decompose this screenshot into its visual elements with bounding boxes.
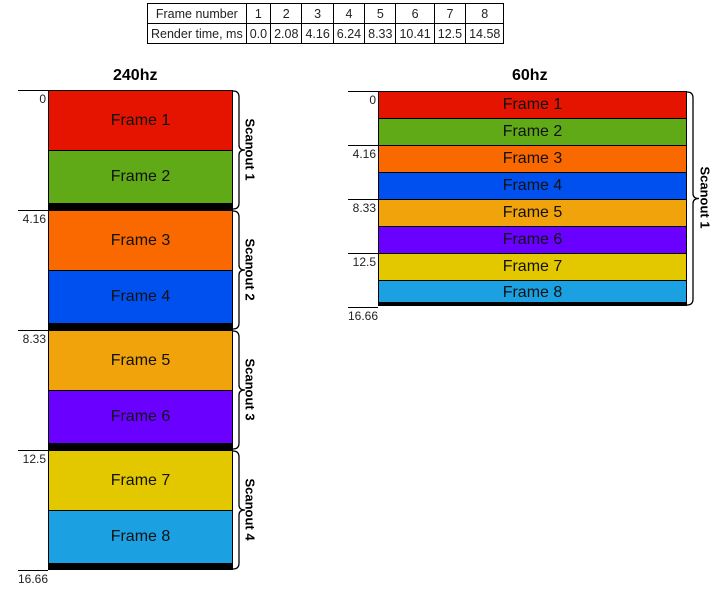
table-cell: 14.58 [465,23,505,44]
time-label: 8.33 [352,201,376,215]
scanout-gap-bar [378,302,687,306]
table-header-cell: Render time, ms [147,23,247,44]
title-60hz: 60hz [512,67,548,84]
time-tick [18,330,48,331]
time-label: 12.5 [22,452,46,466]
brace-icon [232,210,246,330]
scanout-gap-bar [48,323,233,330]
frame-block: Frame 3 [48,210,233,271]
scanout-label: Scanout 4 [242,478,258,541]
time-tick [348,253,378,254]
table-header-cell: Frame number [147,3,247,24]
frame-block: Frame 6 [378,226,687,254]
time-label: 0 [369,93,376,107]
time-label: 4.16 [22,212,46,226]
brace-icon [232,330,246,450]
frame-block: Frame 8 [378,280,687,305]
frame-block: Frame 5 [48,330,233,391]
time-tick [18,90,48,91]
time-label: 16.66 [347,309,378,323]
frame-block: Frame 4 [378,172,687,200]
table-cell: 5 [364,3,397,24]
brace-icon [232,90,246,210]
table-cell: 10.41 [395,23,435,44]
table-cell: 2 [270,3,303,24]
time-tick [18,210,48,211]
frame-block: Frame 3 [378,145,687,173]
frame-block: Frame 5 [378,199,687,227]
table-cell: 4 [332,3,366,24]
title-240hz: 240hz [113,67,158,84]
table-cell: 2.08 [270,23,303,44]
table-cell: 6.24 [332,23,366,44]
table-cell: 8 [465,3,505,24]
time-label: 8.33 [22,332,46,346]
scanout-label: Scanout 2 [242,238,258,301]
frame-block: Frame 7 [378,253,687,281]
scanout-label: Scanout 1 [697,166,713,229]
scanout-gap-bar [48,203,233,210]
time-tick [348,91,378,92]
time-tick [348,307,378,308]
time-tick [18,570,48,571]
frame-block: Frame 2 [378,118,687,146]
frame-block: Frame 1 [378,91,687,119]
brace-icon [686,91,700,306]
frame-block: Frame 7 [48,450,233,511]
table-cell: 6 [395,3,435,24]
table-cell: 0.0 [245,23,272,44]
scanout-gap-bar [48,443,233,450]
table-cell: 12.5 [433,23,467,44]
time-label: 12.5 [352,255,376,269]
frame-block: Frame 1 [48,90,233,151]
table-cell: 7 [433,3,467,24]
time-tick [348,199,378,200]
frame-block: Frame 8 [48,510,233,564]
table-cell: 8.33 [364,23,397,44]
table-cell: 1 [245,3,272,24]
table-cell: 4.16 [301,23,334,44]
scanout-gap-bar [48,563,233,570]
scanout-label: Scanout 3 [242,358,258,421]
frame-block: Frame 4 [48,270,233,324]
scanout-label: Scanout 1 [242,118,258,181]
frame-block: Frame 2 [48,150,233,204]
table-cell: 3 [301,3,334,24]
time-tick [18,450,48,451]
brace-icon [232,450,246,570]
time-tick [348,145,378,146]
time-label: 16.66 [17,572,48,586]
time-label: 0 [39,92,46,106]
frame-block: Frame 6 [48,390,233,444]
time-label: 4.16 [352,147,376,161]
